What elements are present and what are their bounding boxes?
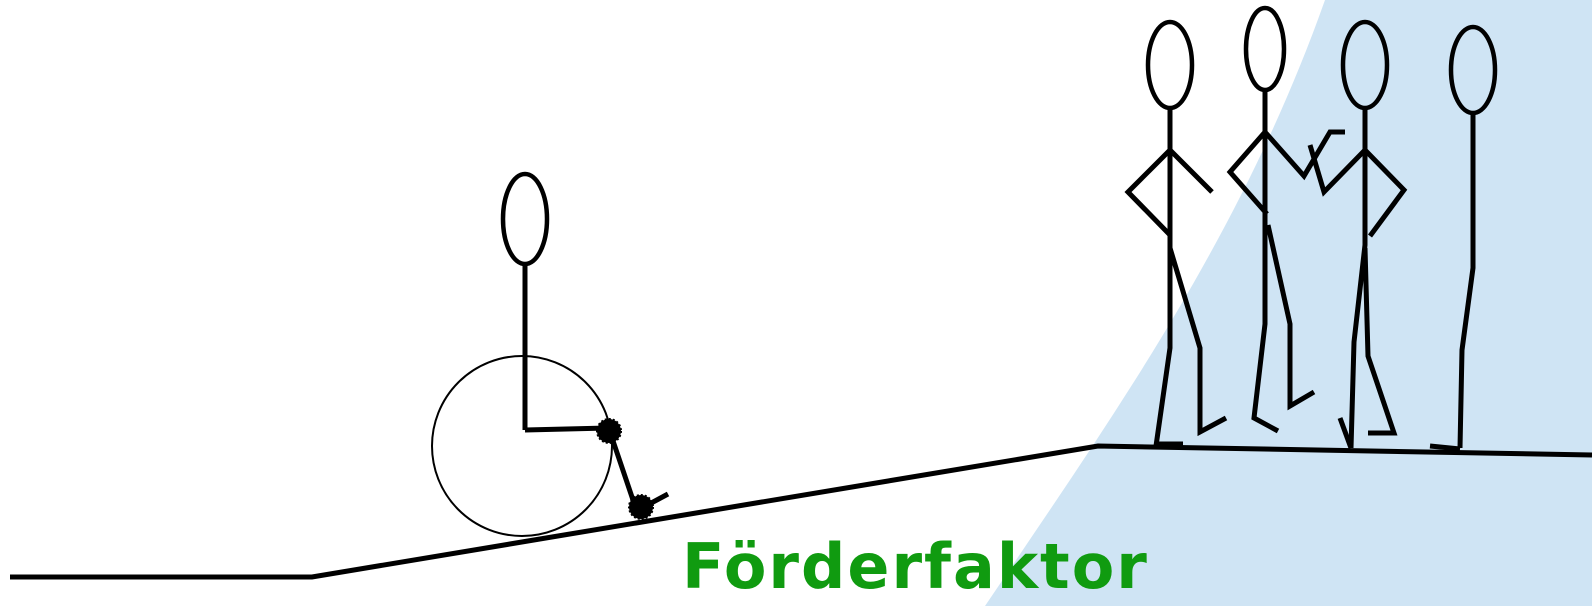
- head: [1246, 8, 1284, 90]
- shin: [610, 432, 634, 503]
- head: [503, 174, 547, 264]
- wheelchair-wheel: [432, 356, 612, 536]
- wheelchair-user-figure: [432, 174, 668, 536]
- arm-left: [1128, 150, 1170, 235]
- foot: [1430, 446, 1460, 449]
- caption-label: Förderfaktor: [682, 532, 1142, 606]
- thigh: [525, 428, 608, 430]
- arm-right: [1170, 150, 1212, 192]
- ankle-joint: [629, 495, 653, 519]
- head: [1148, 22, 1192, 108]
- highlight-area: [985, 0, 1592, 606]
